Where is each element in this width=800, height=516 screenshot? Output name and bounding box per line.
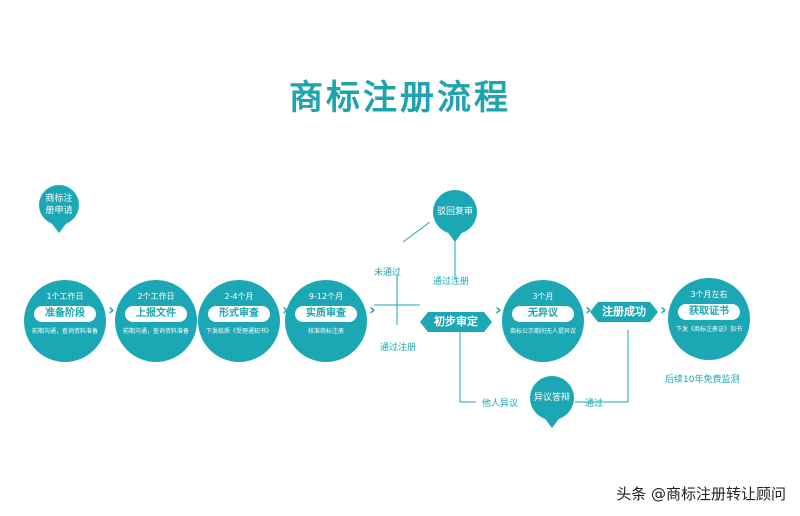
- step-time: 2-4个月: [224, 292, 254, 301]
- step-note: 下发《商标注册证》加书: [676, 326, 743, 333]
- reject-review-tail: [446, 230, 464, 242]
- chevron-right-icon: ›: [495, 300, 502, 319]
- step-note: 下发纸质《受理通知书》: [206, 328, 273, 335]
- step-name: 无异议: [512, 306, 574, 322]
- reject-review-pin: 驳回复审: [433, 190, 477, 242]
- chevron-right-icon: ›: [660, 300, 667, 319]
- step-name: 准备阶段: [34, 306, 96, 322]
- step-time: 2个工作日: [137, 292, 175, 301]
- step-get-certificate: 3个月左右 获取证书 下发《商标注册证》加书: [668, 278, 750, 360]
- label-monitoring: 后续10年免费监测: [665, 375, 740, 385]
- step-no-objection: 3个月 无异议 商标公示期间无人提异议: [502, 280, 584, 362]
- label-passed-registration-top: 通过注册: [433, 277, 470, 287]
- step-name: 上报文件: [125, 306, 187, 322]
- start-pin: 商标注册申请: [39, 185, 79, 233]
- page-title: 商标注册流程: [289, 78, 511, 118]
- step-time: 9-12个月: [308, 292, 344, 301]
- objection-defense-text: 异议答辩: [530, 376, 574, 420]
- step-submit: 2个工作日 上报文件 前期沟通，查询资料准备: [115, 280, 197, 362]
- label-others-objection: 他人异议: [482, 399, 519, 409]
- watermark-footer: 头条 @商标注册转让顾问: [616, 485, 786, 503]
- step-note: 前期沟通，查询资料准备: [32, 328, 99, 335]
- step-note: 核准商标注册: [307, 328, 344, 335]
- label-not-passed: 未通过: [374, 268, 402, 278]
- label-passed: 通过: [585, 399, 604, 409]
- start-pin-tail: [50, 221, 68, 233]
- chevron-right-icon: ›: [108, 300, 115, 319]
- step-name: 形式审查: [208, 306, 270, 322]
- label-passed-registration-left: 通过注册: [380, 343, 417, 353]
- step-time: 3个月左右: [690, 290, 728, 299]
- step-time: 1个工作日: [46, 292, 84, 301]
- step-note: 前期沟通，查询资料准备: [123, 328, 190, 335]
- objection-defense-tail: [543, 416, 561, 428]
- chevron-right-icon: ›: [369, 300, 376, 319]
- stage-initial-approval: 初步审定: [420, 312, 492, 332]
- stage-registration-success: 注册成功: [590, 302, 658, 322]
- step-time: 3个月: [532, 292, 554, 301]
- step-prepare: 1个工作日 准备阶段 前期沟通，查询资料准备: [24, 280, 106, 362]
- connector-to-reject: [402, 221, 431, 243]
- step-note: 商标公示期间无人提异议: [510, 328, 577, 335]
- step-substantive-review: 9-12个月 实质审查 核准商标注册: [285, 280, 367, 362]
- step-name: 获取证书: [678, 304, 740, 320]
- reject-review-text: 驳回复审: [433, 190, 477, 234]
- chevron-right-icon: ›: [282, 300, 289, 319]
- step-name: 实质审查: [295, 306, 357, 322]
- step-formal-review: 2-4个月 形式审查 下发纸质《受理通知书》: [198, 280, 280, 362]
- chevron-right-icon: ›: [585, 300, 592, 319]
- start-pin-text: 商标注册申请: [39, 185, 79, 225]
- objection-defense-pin: 异议答辩: [530, 376, 574, 428]
